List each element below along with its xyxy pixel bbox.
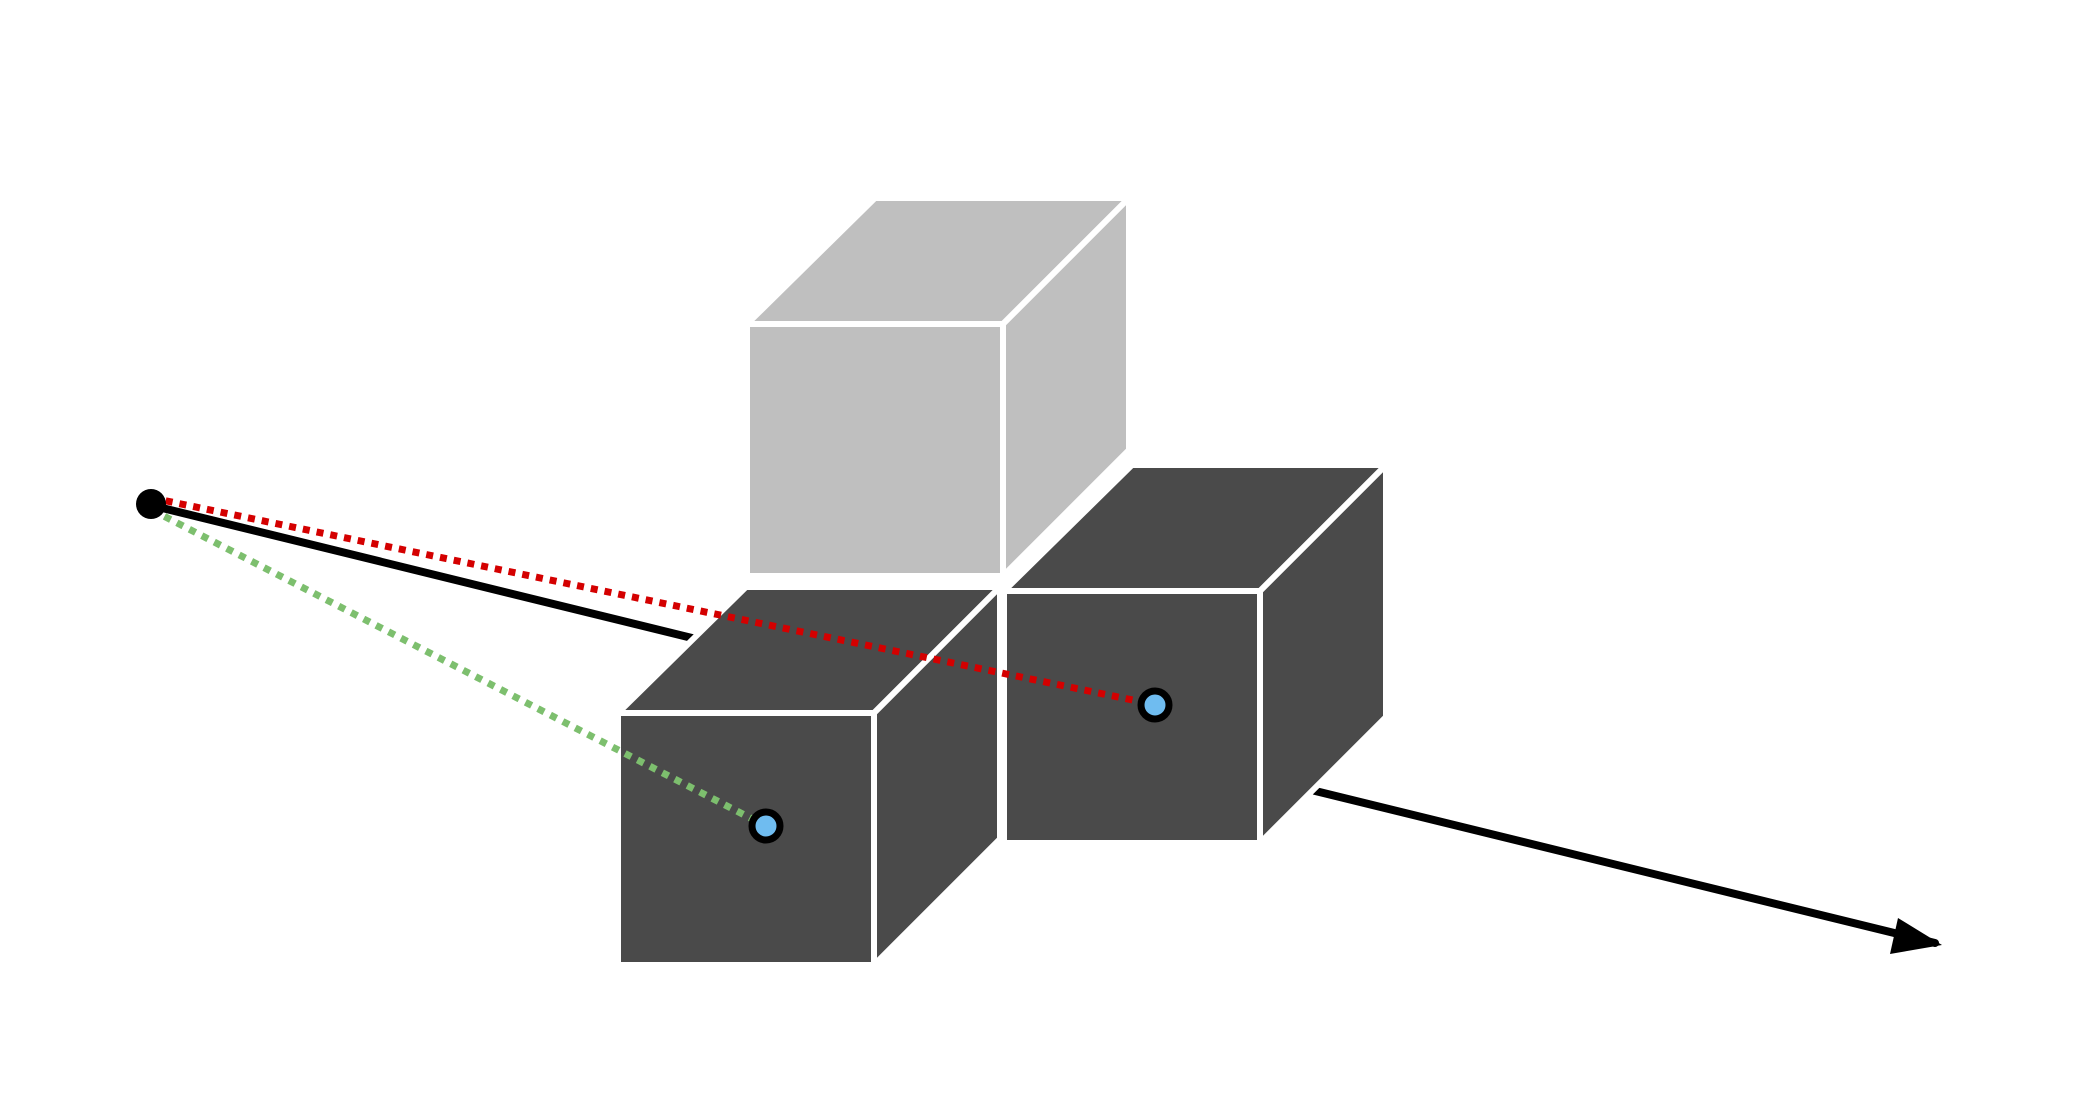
cube-top-light-front-face [744,321,1006,579]
target-point-left [748,808,784,844]
cube-back-right-front-face [1001,588,1263,846]
arrowhead-icon [1890,918,1942,954]
dotted-ray-red [151,494,1153,708]
cube-front-left-front-face [615,710,877,968]
ray-origin-point [136,489,166,519]
cube-front-left-dark [615,584,1003,968]
target-point-right [1137,687,1173,723]
dotted-ray-green [150,506,764,828]
cube-top-light [744,195,1132,579]
cube-back-right-dark [1001,462,1389,846]
